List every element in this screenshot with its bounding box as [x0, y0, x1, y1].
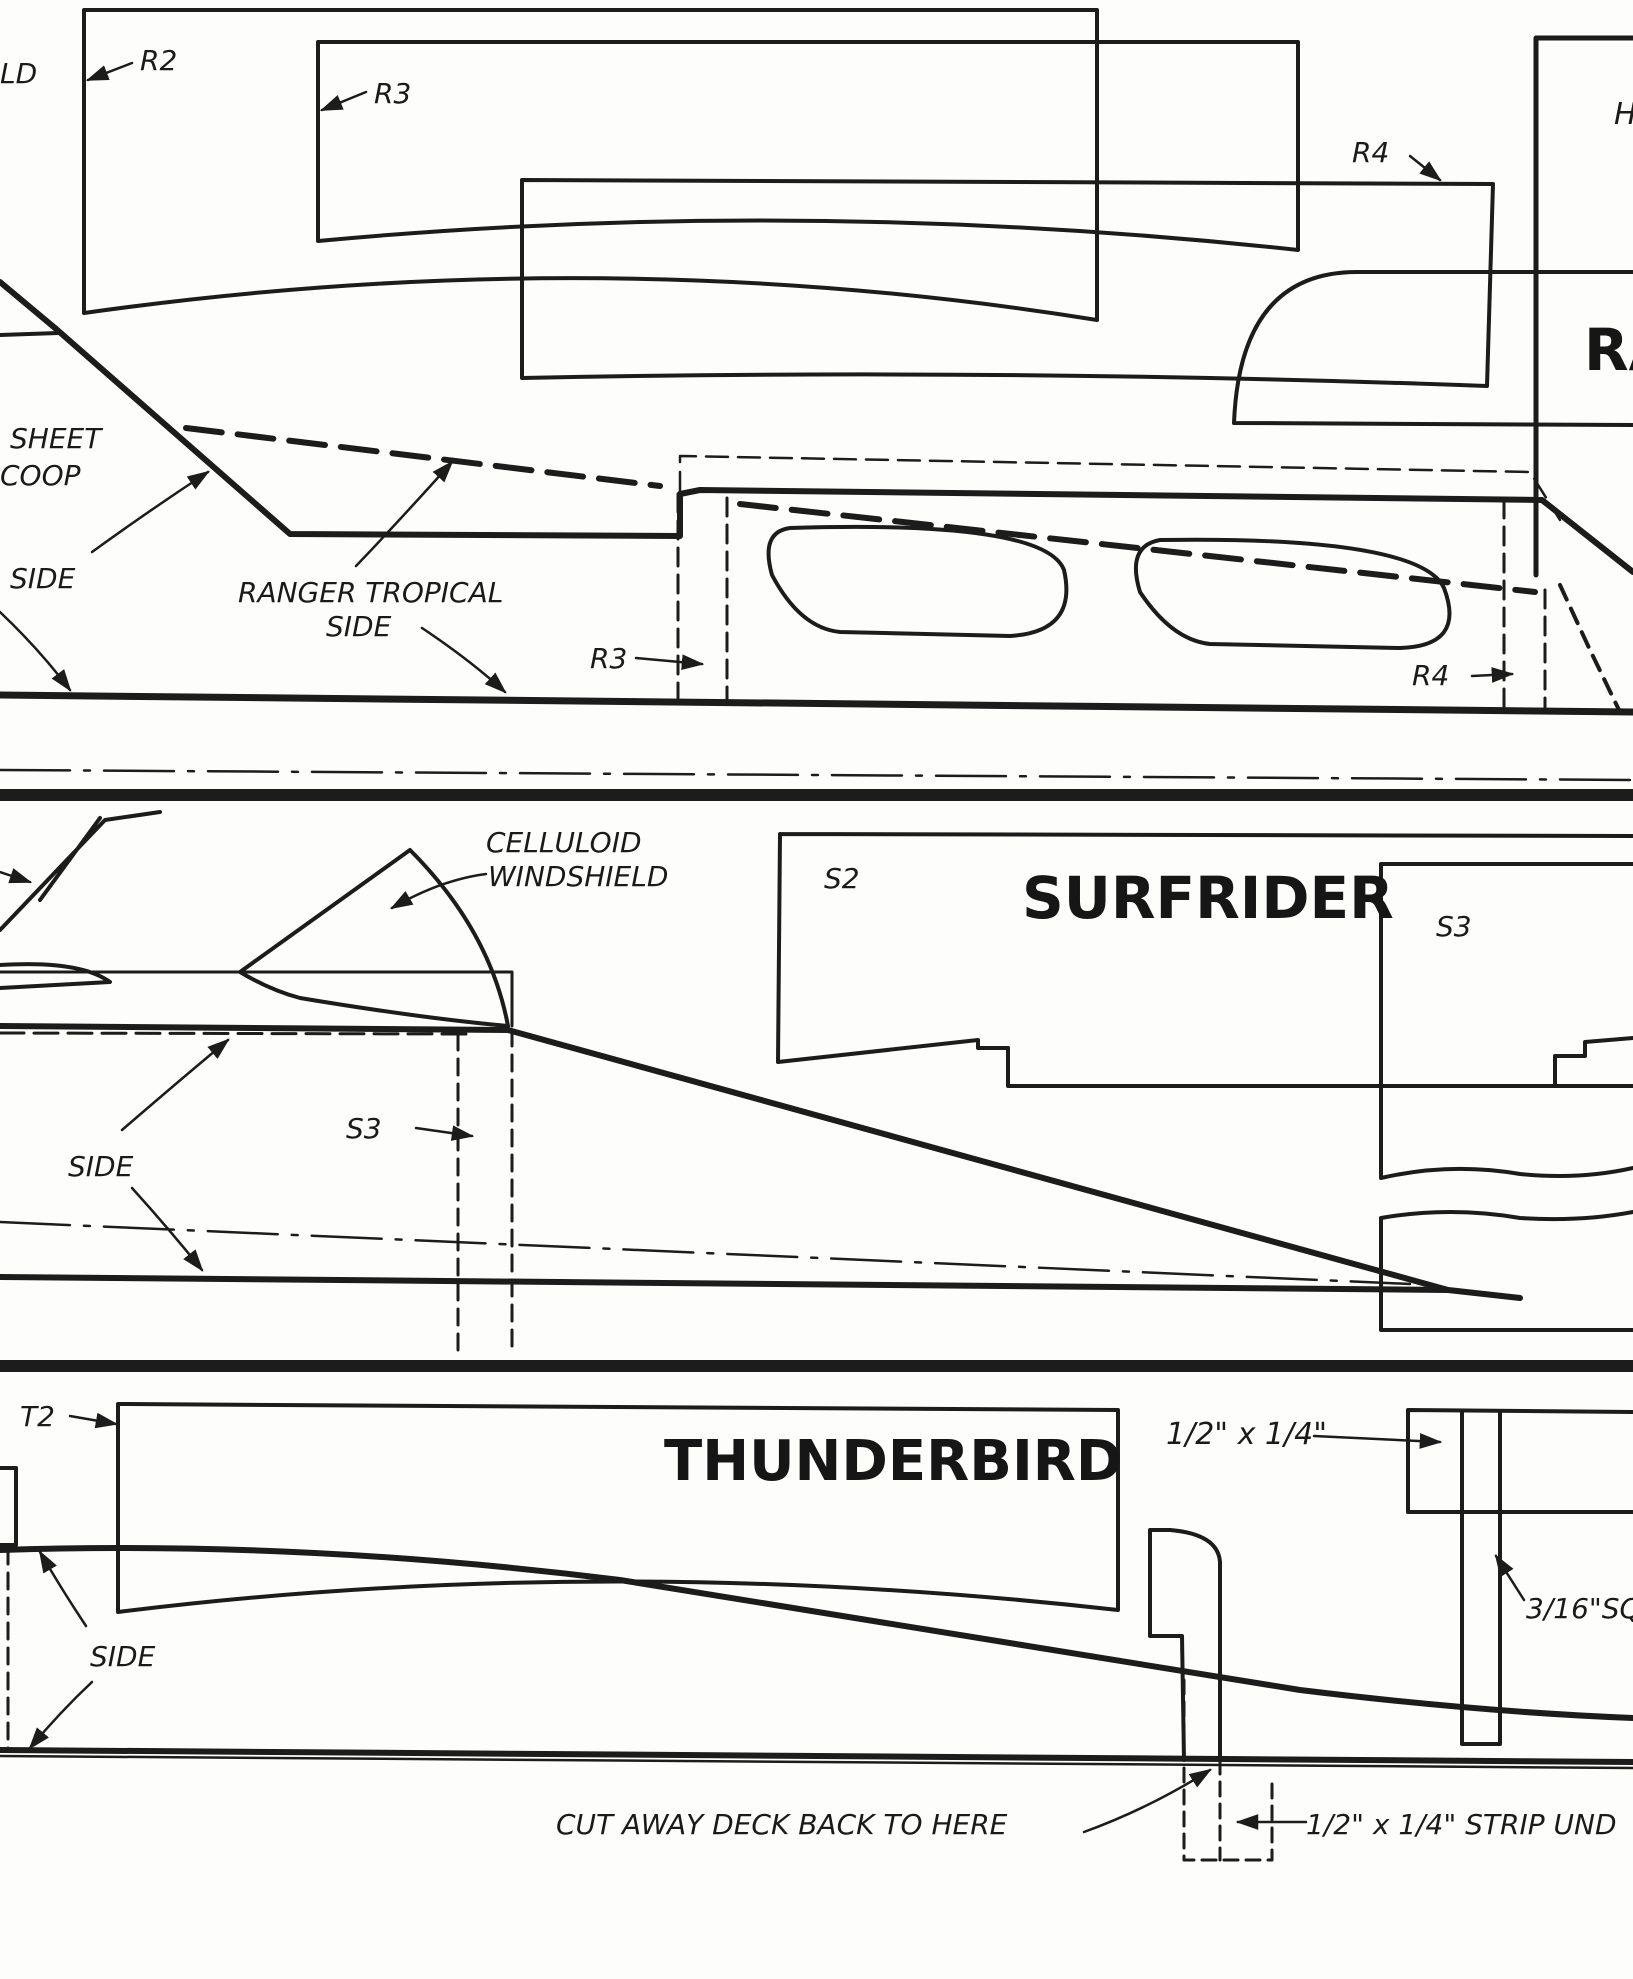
section-divider-2: [0, 1360, 1633, 1372]
strip-under-label: 1/2" x 1/4" STRIP UND: [1306, 1808, 1617, 1841]
s3-part-outline: [1379, 862, 1633, 1332]
r2-leader: [85, 61, 134, 82]
r3-top-label: R3: [374, 77, 411, 110]
s3-station-label: S3: [346, 1112, 382, 1145]
ranger-keel-line: [0, 691, 1633, 716]
section-divider-1: [0, 789, 1633, 801]
bow-leader: [0, 868, 33, 884]
h-cut-label: H: [1614, 97, 1633, 132]
ranger-bow-line: [0, 331, 60, 337]
surf-dashed-sheer: [0, 1031, 470, 1036]
s2-label: S2: [824, 862, 860, 895]
thunder-cutaway-dashed: [1182, 1678, 1274, 1862]
windshield-label: WINDSHIELD: [488, 860, 668, 893]
celluloid-label: CELLULOID: [486, 826, 642, 859]
sq-dim-label: 3/16"SQ: [1526, 1592, 1633, 1625]
r2-label: R2: [140, 44, 177, 77]
ranger-tropical-section: LD R2 R3 R4 H RA SHEET COOP SIDE RANGER …: [0, 8, 1633, 782]
side-leader-bow: [90, 470, 210, 554]
r3-station-leader: [634, 654, 705, 671]
t2-leader: [68, 1412, 119, 1429]
ranger-cabin-dashed-outline: [678, 454, 1562, 522]
celluloid-windshield: [238, 848, 510, 1028]
ranger-tropical-label: RANGER TROPICAL: [238, 576, 503, 609]
ranger-window-aft: [1134, 537, 1452, 650]
cabin-roof-piece: [1232, 269, 1633, 427]
surfrider-title: SURFRIDER: [1022, 864, 1394, 932]
s3-station-leader: [414, 1125, 475, 1141]
thunderbird-title: THUNDERBIRD: [664, 1429, 1122, 1494]
s3-station-line: [456, 1028, 514, 1352]
r3-station-line: [676, 492, 729, 702]
strip-dim-leader: [1312, 1433, 1443, 1449]
t2-label: T2: [20, 1400, 55, 1433]
thunder-keel-line: [0, 1747, 1633, 1765]
s2-part-outline: [776, 832, 1633, 1088]
windshield-leader: [390, 872, 488, 910]
surf-bow-detail: [0, 810, 162, 990]
cut-away-label: CUT AWAY DECK BACK TO HERE: [556, 1808, 1008, 1841]
side-ranger-label: SIDE: [10, 562, 76, 595]
ranger-window-fwd: [766, 524, 1069, 638]
side-surf-leader-top: [120, 1038, 230, 1132]
r4-part-outline: [520, 178, 1495, 388]
thunder-deck-curve: [0, 1545, 1633, 1721]
ranger-dashed-deck-line: [183, 425, 663, 489]
thunder-keel-line-thin: [0, 1754, 1633, 1770]
ld-label: LD: [0, 57, 37, 90]
sheet-label: SHEET: [10, 422, 103, 455]
r4-station-label: R4: [1412, 659, 1449, 692]
side-leader-keel: [0, 610, 72, 692]
r3-part-outline: [316, 40, 1300, 252]
ranger-dashed-deck-line-aft: [737, 501, 1538, 595]
thunder-windshield-post: [1148, 1528, 1222, 1762]
surf-keel-line: [0, 1274, 1523, 1301]
surf-centerline: [0, 1220, 1412, 1286]
side-thunder-leader-keel: [28, 1680, 94, 1750]
side-thunder-leader-top: [38, 1550, 88, 1628]
coop-label: COOP: [0, 459, 81, 492]
r3-top-leader: [319, 90, 368, 112]
strip-dim-label: 1/2" x 1/4": [1166, 1417, 1327, 1452]
side-surf-leader-keel: [130, 1186, 204, 1272]
ranger-tropical-side-label: SIDE: [326, 610, 392, 643]
r4-top-label: R4: [1352, 136, 1389, 169]
cut-away-leader: [1082, 1768, 1212, 1834]
thunder-square-strip: [1460, 1410, 1502, 1746]
r4-top-leader: [1408, 154, 1442, 182]
sq-dim-leader: [1494, 1554, 1526, 1602]
right-cut-part: [1533, 35, 1633, 578]
surf-hull-top-line: [0, 1023, 1451, 1293]
side-leader-keel-2: [420, 626, 507, 694]
side-surf-label: SIDE: [68, 1150, 134, 1183]
ranger-title-cut: RA: [1584, 316, 1633, 384]
surf-deck-box: [0, 970, 514, 1028]
ranger-transom-dashed: [1558, 583, 1622, 714]
s3-part-label: S3: [1436, 910, 1472, 943]
thunder-bow-stub: [0, 1466, 18, 1547]
thunderbird-section: T2 THUNDERBIRD 1/2" x 1/4" 3/16"SQ SIDE …: [0, 1400, 1633, 1862]
ranger-tropical-leader: [354, 460, 454, 568]
r3-station-label: R3: [590, 642, 627, 675]
side-thunder-label: SIDE: [90, 1640, 156, 1673]
r4-station-leader: [1470, 667, 1515, 683]
ranger-centerline: [0, 768, 1633, 782]
surfrider-section: CELLULOID WINDSHIELD S2 SURFRIDER S3 S3 …: [0, 810, 1633, 1352]
r2-part-outline: [82, 8, 1099, 322]
thunder-strip-block-top: [1406, 1408, 1633, 1514]
ranger-hull-profile: [0, 279, 1633, 575]
